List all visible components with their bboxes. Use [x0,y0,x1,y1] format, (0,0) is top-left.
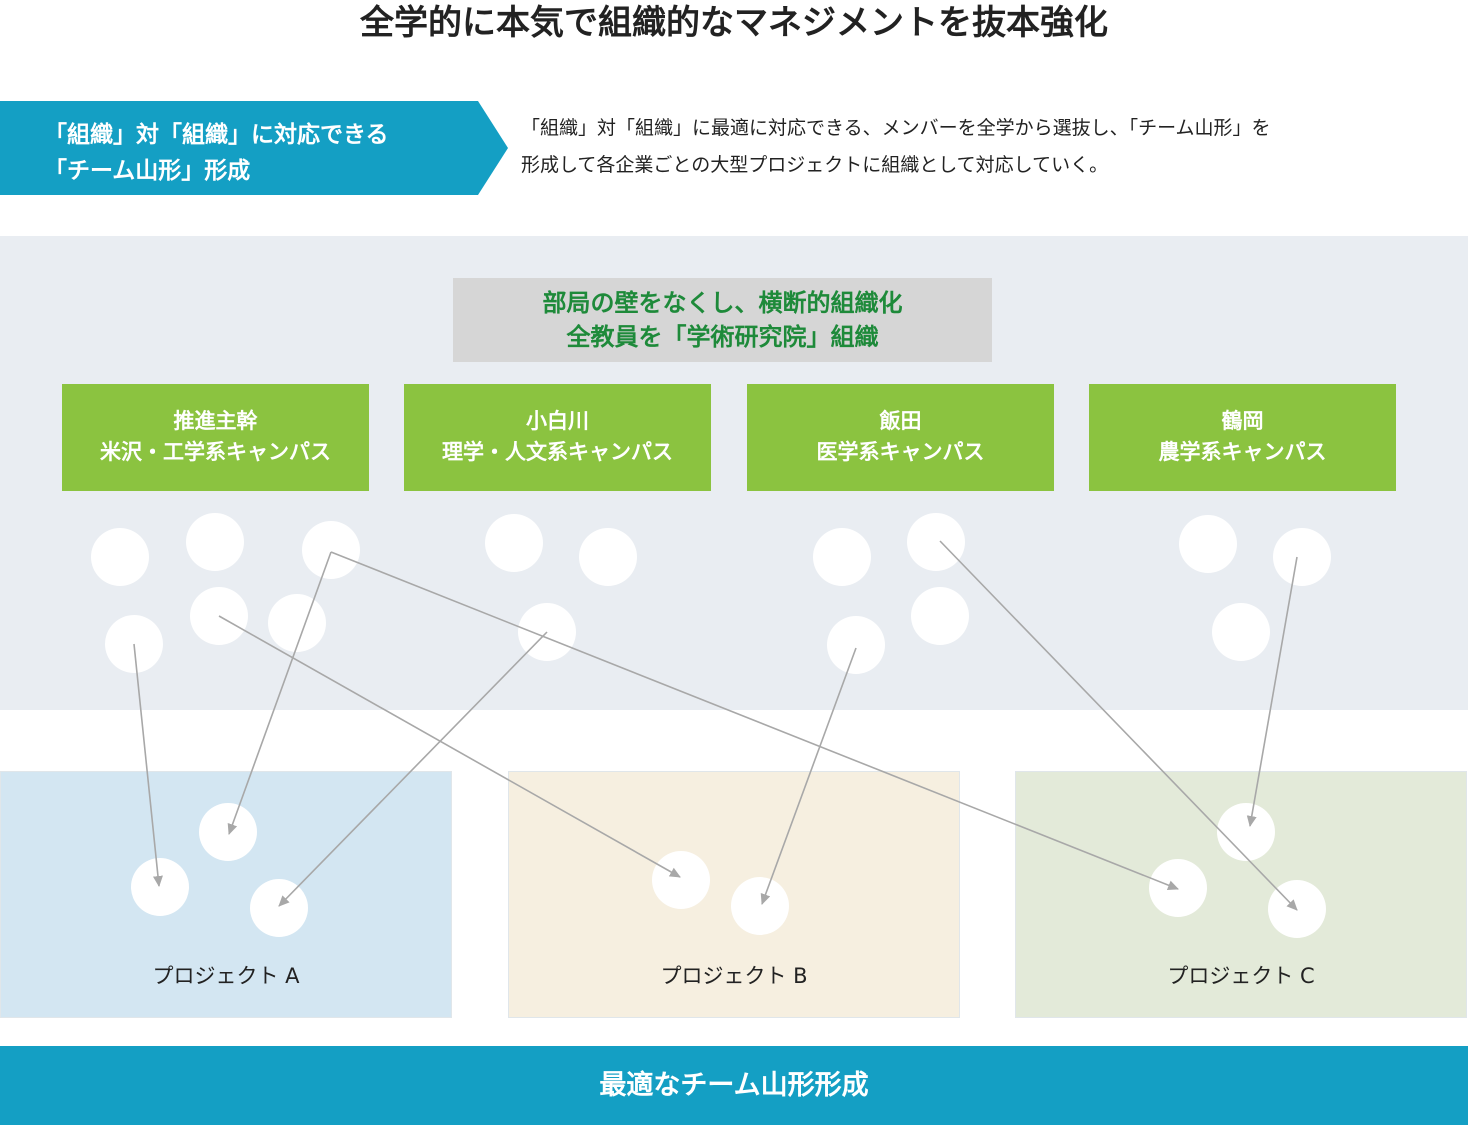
assignment-arrow [133,643,163,887]
campus-subtitle: 医学系キャンパス [816,440,985,464]
member-circle [579,528,637,586]
campus-name: 飯田 [879,409,922,433]
assignment-arrow [760,647,857,905]
assignment-arrow [278,631,548,907]
project-b-label: プロジェクト B [660,964,808,988]
campus-subtitle: 米沢・工学系キャンパス [100,440,331,464]
campus-yonezawa: 推進主幹 米沢・工学系キャンパス [62,384,369,491]
project-member-circle [131,858,189,916]
campus-tsuruoka: 鶴岡 農学系キャンパス [1089,384,1396,491]
member-circle [1212,603,1270,661]
member-circle [302,521,360,579]
project-member-circle [250,879,308,937]
campus-name: 小白川 [526,409,589,433]
member-circle [827,616,885,674]
project-member-circle [652,851,710,909]
project-c-label: プロジェクト C [1167,964,1315,988]
campus-name: 鶴岡 [1221,409,1264,433]
campus-subtitle: 農学系キャンパス [1158,440,1327,464]
campus-kojirakawa: 小白川 理学・人文系キャンパス [404,384,711,491]
campus-iida: 飯田 医学系キャンパス [747,384,1054,491]
banner-line-2: 「チーム山形」形成 [44,158,251,184]
assignment-arrow [218,615,681,878]
member-circle [186,513,244,571]
banner-text: 「組織」対「組織」に対応できる 「チーム山形」形成 [44,117,464,189]
project-member-circle [199,803,257,861]
member-circle [268,594,326,652]
project-member-circle [1149,859,1207,917]
project-member-circle [731,877,789,935]
description-line-2: 形成して各企業ごとの大型プロジェクトに組織として対応していく。 [521,154,1109,176]
campus-name: 推進主幹 [173,409,258,433]
member-circle [91,528,149,586]
member-circle [907,513,965,571]
assignment-arrow [1246,556,1298,827]
cross-organization-line-1: 部局の壁をなくし、横断的組織化 [542,289,903,317]
banner-line-1: 「組織」対「組織」に対応できる [44,122,389,148]
project-member-circle [1217,803,1275,861]
description: 「組織」対「組織」に最適に対応できる、メンバーを全学から選抜し、「チーム山形」を… [521,110,1451,184]
project-a-label: プロジェクト A [152,964,300,988]
member-circle [911,587,969,645]
assignment-arrow [330,551,1179,890]
member-circle [813,528,871,586]
description-line-1: 「組織」対「組織」に最適に対応できる、メンバーを全学から選抜し、「チーム山形」を [521,117,1271,139]
page-title: 全学的に本気で組織的なマネジメントを抜本強化 [360,3,1108,43]
member-circle [1273,528,1331,586]
assignment-arrow [227,551,332,835]
cross-organization-box: 部局の壁をなくし、横断的組織化 全教員を「学術研究院」組織 [453,278,992,362]
member-circle [485,514,543,572]
assignment-arrow [939,540,1298,911]
member-circle [1179,515,1237,573]
cross-organization-line-2: 全教員を「学術研究院」組織 [566,323,879,351]
optimal-team-bar: 最適なチーム山形形成 [0,1046,1468,1125]
banner-arrow-shape [0,101,508,195]
team-yamagata-banner: 「組織」対「組織」に対応できる 「チーム山形」形成 [0,101,508,195]
campus-subtitle: 理学・人文系キャンパス [442,440,673,464]
